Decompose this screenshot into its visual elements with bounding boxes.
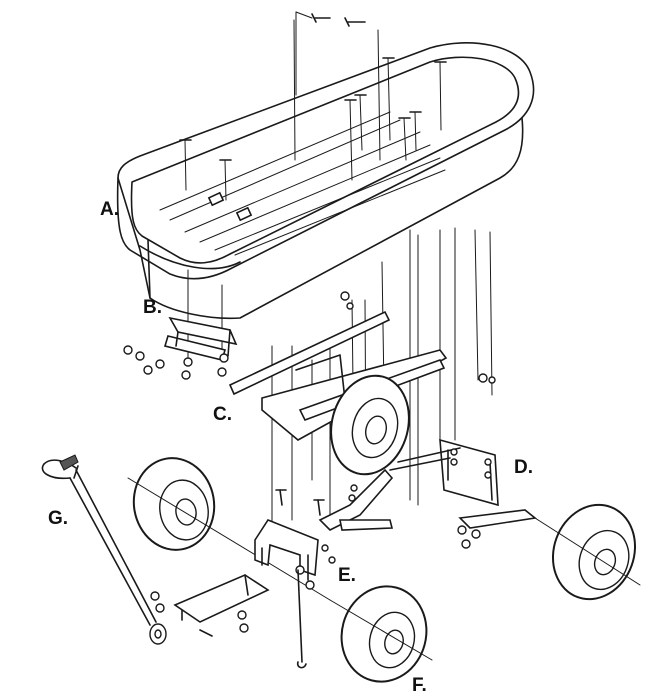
label-f: F. [412,675,427,696]
label-g: G. [48,508,69,529]
label-e: E. [338,565,356,586]
hitch-tongue [150,569,307,669]
front-wheel-part-f [329,585,433,683]
rear-wheel-center [330,374,410,476]
handle-part-g [41,454,167,645]
front-wheel-left [127,457,331,601]
label-a: A. [100,199,119,220]
bracket-part-b [123,316,238,380]
tub-part-a [116,11,535,320]
rear-wheel-right [534,503,641,601]
steering-bracket-part-e [254,468,394,590]
label-b: B. [143,297,162,318]
axle-bracket-part-d [389,438,537,549]
label-c: C. [213,404,232,425]
label-d: D. [514,457,533,478]
